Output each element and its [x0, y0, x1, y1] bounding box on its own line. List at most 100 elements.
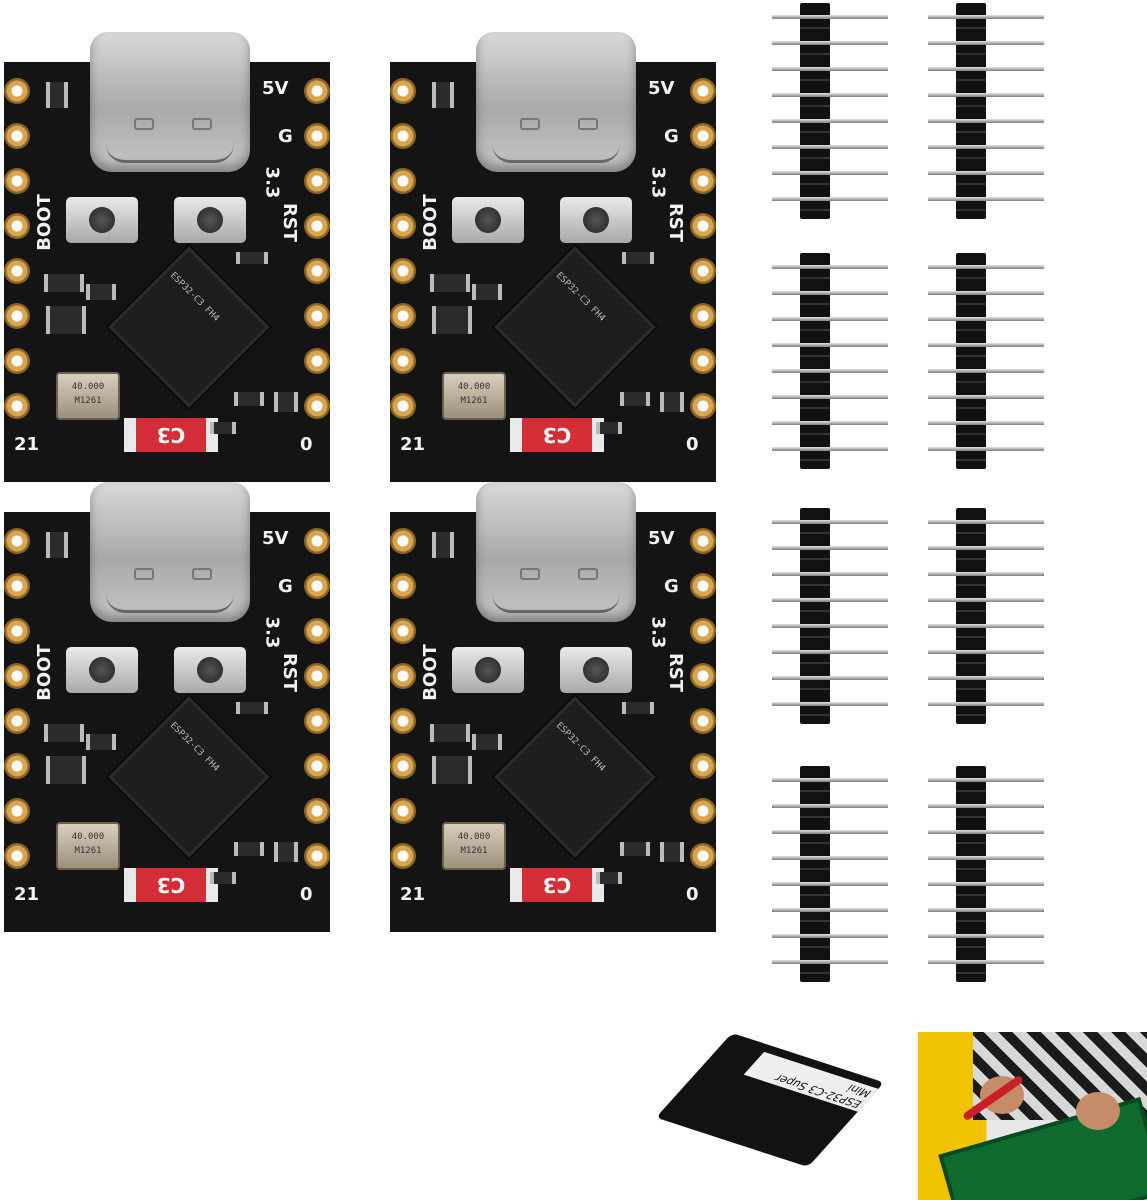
boot-button-icon [66, 197, 138, 243]
gpio-pad [4, 618, 30, 644]
gpio-pad [390, 123, 416, 149]
header-pin [928, 145, 1044, 149]
header-pin [772, 395, 888, 399]
pin-21-label: 21 [14, 884, 40, 905]
smd-component [86, 734, 116, 750]
mini-board-label: ESP32-C3 Super Mini [743, 1051, 879, 1112]
smd-component [274, 842, 298, 862]
header-pin [928, 93, 1044, 97]
gpio-pad [304, 168, 330, 194]
header-pin [928, 804, 1044, 808]
gpio-pad [304, 123, 330, 149]
boot-button-icon [452, 647, 524, 693]
gpio-pad [4, 303, 30, 329]
gpio-pad [690, 708, 716, 734]
gpio-pad [390, 168, 416, 194]
gpio-pad [390, 573, 416, 599]
gpio-pad [304, 393, 330, 419]
header-pin [928, 676, 1044, 680]
header-pin [772, 119, 888, 123]
header-pin [928, 67, 1044, 71]
header-pin [928, 265, 1044, 269]
header-pin [772, 598, 888, 602]
usb-c-port-icon [90, 32, 250, 172]
gpio-pad [390, 618, 416, 644]
gpio-pad [304, 213, 330, 239]
smd-component [274, 392, 298, 412]
soldering-photo [918, 1032, 1147, 1200]
pin-header-icon [772, 766, 888, 982]
header-pin [928, 119, 1044, 123]
gpio-pad [690, 78, 716, 104]
ground-label: G [664, 126, 679, 147]
header-pin [772, 908, 888, 912]
header-pin [772, 421, 888, 425]
usb-c-port-icon [476, 482, 636, 622]
gpio-pad [690, 528, 716, 554]
header-pin [928, 520, 1044, 524]
header-pin [928, 856, 1044, 860]
boot-label: BOOT [419, 194, 441, 251]
reset-label: RST [279, 652, 301, 693]
gpio-pad [690, 798, 716, 824]
header-pin [772, 778, 888, 782]
gpio-pad [4, 708, 30, 734]
smd-component [46, 306, 86, 334]
gpio-pad [390, 798, 416, 824]
header-pin [928, 369, 1044, 373]
gpio-pad [4, 78, 30, 104]
smd-component [620, 392, 650, 406]
smd-component [660, 842, 684, 862]
header-pin [928, 598, 1044, 602]
header-pin [928, 421, 1044, 425]
model-label: C3 [124, 868, 218, 902]
gpio-pad [390, 348, 416, 374]
smd-component [432, 756, 472, 784]
smd-component [596, 872, 622, 884]
gpio-pad [690, 348, 716, 374]
five-volt-label: 5V [648, 528, 675, 549]
boot-button-icon [66, 647, 138, 693]
five-volt-label: 5V [648, 78, 675, 99]
gpio-pad [304, 753, 330, 779]
gpio-pad [690, 618, 716, 644]
gpio-pad [690, 213, 716, 239]
crystal-marking: 40.000 M1261 [71, 382, 105, 406]
three-three-label: 3.3 [647, 616, 669, 649]
ground-label: G [664, 576, 679, 597]
header-pin [772, 317, 888, 321]
smd-component [210, 422, 236, 434]
header-pin [928, 702, 1044, 706]
smd-component [44, 274, 84, 292]
reset-label: RST [665, 202, 687, 243]
header-pin [928, 171, 1044, 175]
smd-component [236, 252, 268, 264]
smd-component [234, 842, 264, 856]
header-pin [928, 908, 1044, 912]
header-pin [928, 882, 1044, 886]
smd-component [620, 842, 650, 856]
gpio-pad [4, 528, 30, 554]
header-pin [928, 395, 1044, 399]
esp32-chip-icon [108, 696, 270, 858]
header-pin [772, 804, 888, 808]
reset-button-icon [174, 197, 246, 243]
header-pin [928, 343, 1044, 347]
gpio-pad [390, 528, 416, 554]
esp32-chip-icon [494, 696, 656, 858]
gpio-pad [390, 753, 416, 779]
smd-component [44, 724, 84, 742]
pin-header-icon [928, 508, 1044, 724]
smd-component [472, 734, 502, 750]
header-pin [772, 265, 888, 269]
header-pin [772, 676, 888, 680]
crystal-marking: 40.000 M1261 [457, 382, 491, 406]
header-pin [772, 369, 888, 373]
boot-label: BOOT [33, 194, 55, 251]
model-label: C3 [510, 868, 604, 902]
smd-component [46, 532, 68, 558]
gpio-pad [4, 393, 30, 419]
gpio-pad [390, 213, 416, 239]
gpio-pad [304, 663, 330, 689]
